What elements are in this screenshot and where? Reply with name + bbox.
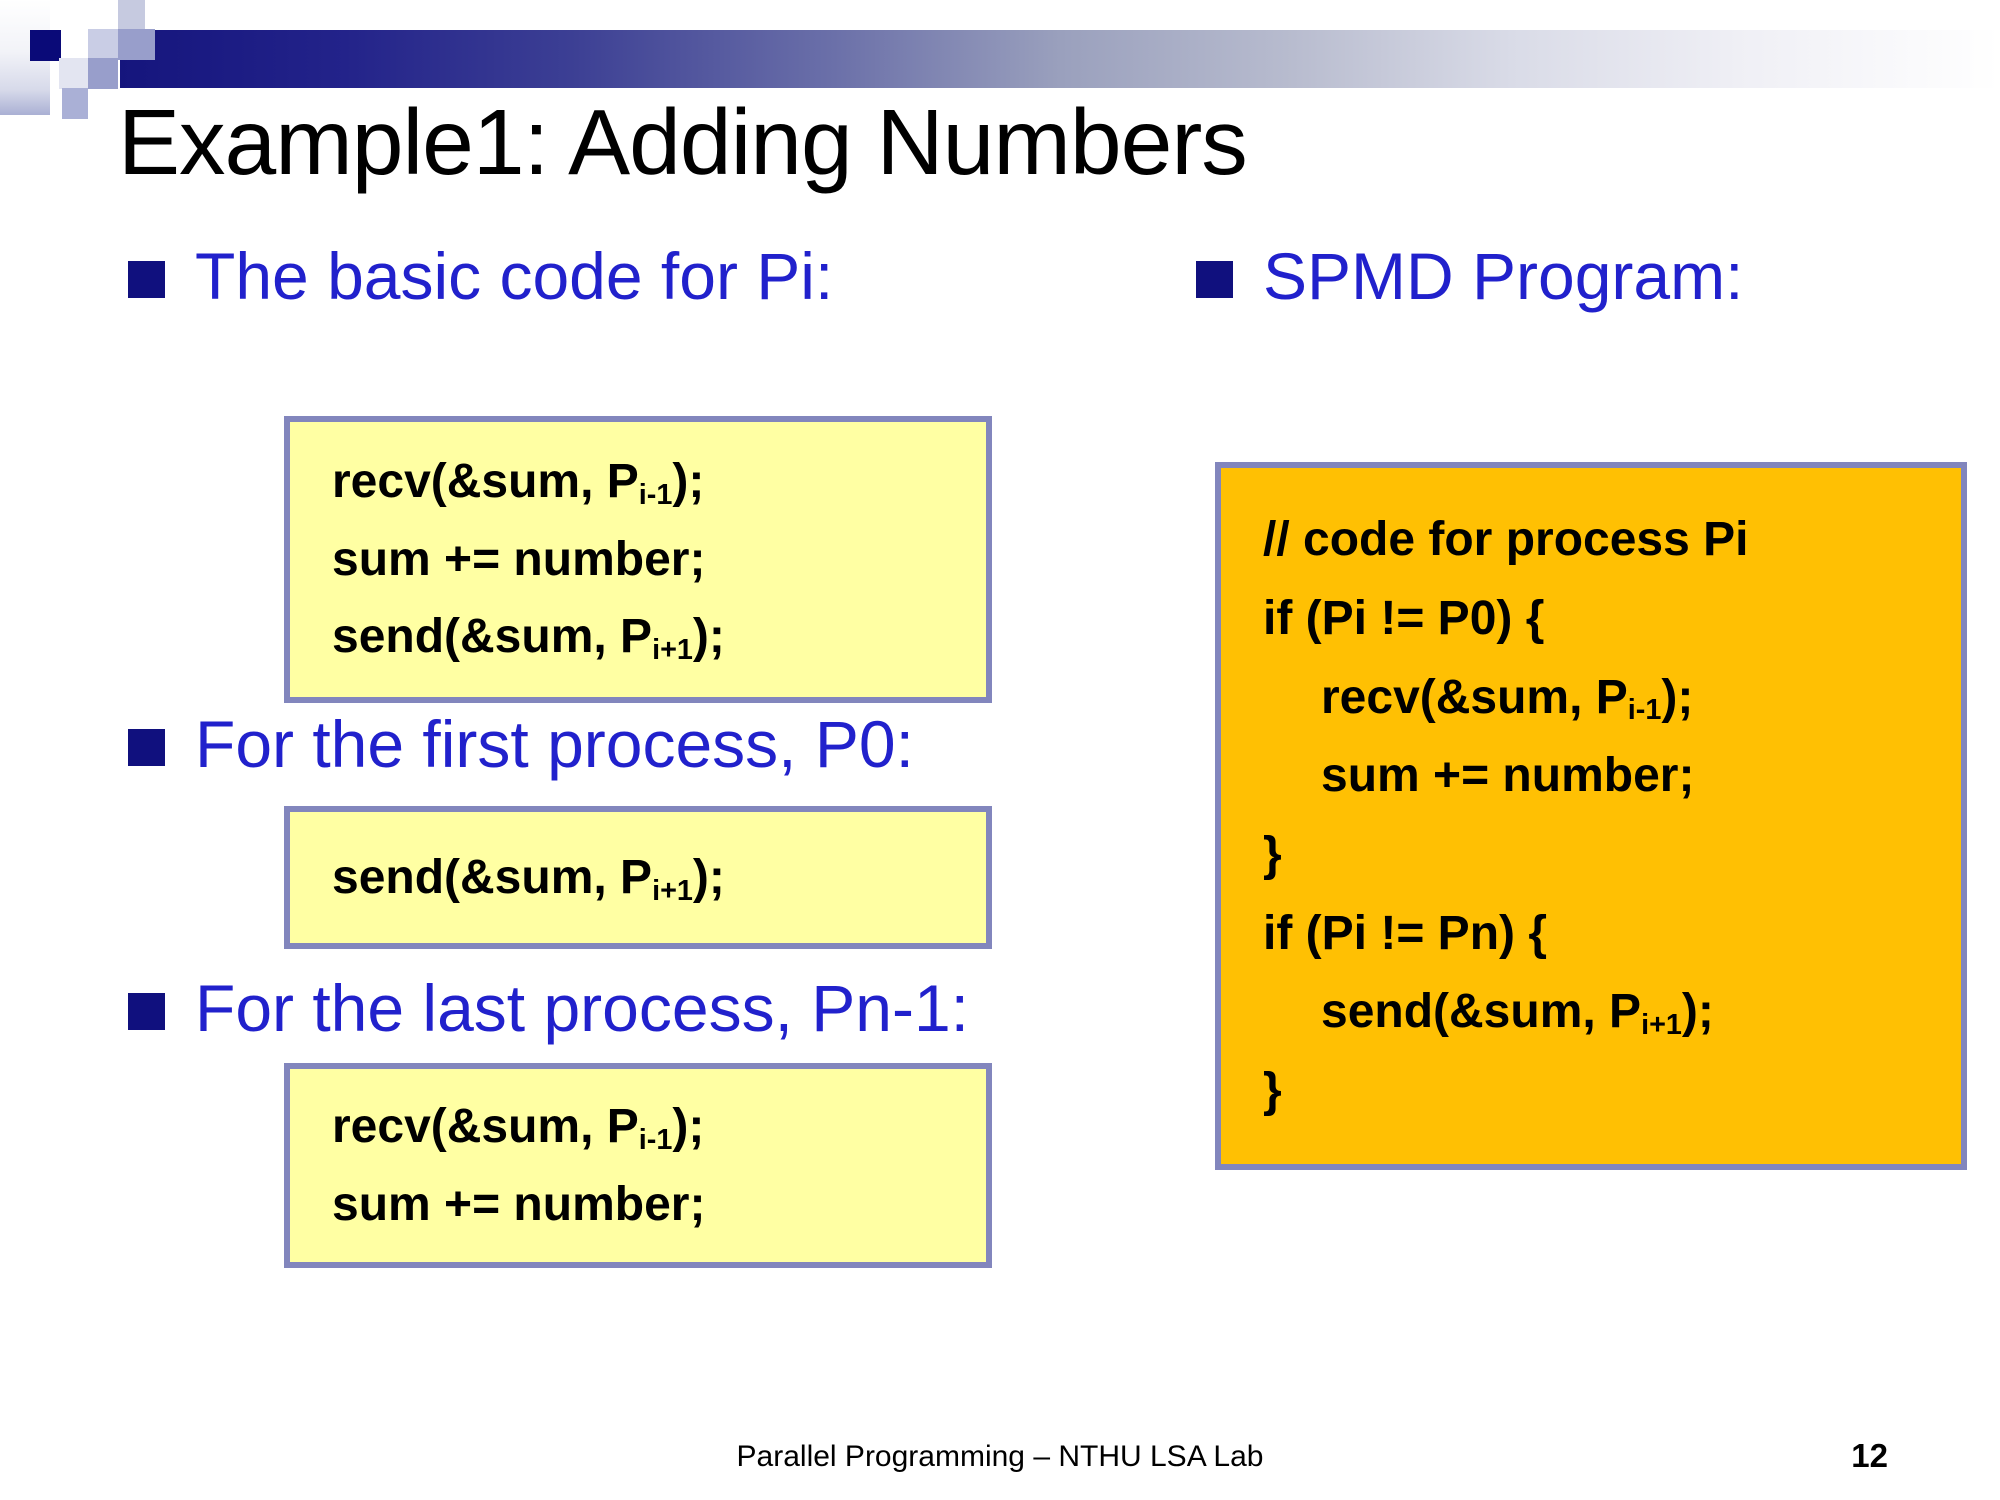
bullet-label: For the first process, P0: [195, 707, 914, 781]
code-line: recv(&sum, Pi-1); [1321, 670, 1694, 727]
deco-gradient-bar [120, 30, 2000, 88]
code-line: sum += number; [332, 1177, 706, 1231]
bullet-last-process: For the last process, Pn-1: [128, 972, 969, 1045]
deco-square [88, 58, 118, 89]
deco-square [30, 30, 61, 61]
code-line: // code for process Pi [1263, 513, 1749, 567]
code-line: } [1263, 828, 1282, 881]
code-line: send(&sum, Pi+1); [332, 610, 725, 667]
page-number: 12 [1851, 1437, 1888, 1474]
code-line: send(&sum, Pi+1); [1321, 985, 1714, 1042]
deco-square [59, 58, 88, 89]
bullet-square-icon [128, 992, 165, 1030]
bullet-square-icon [1196, 260, 1233, 298]
footer-text: Parallel Programming – NTHU LSA Lab [736, 1440, 1264, 1473]
bullet-basic-code: The basic code for Pi: [128, 240, 833, 313]
deco-square [88, 29, 118, 60]
bullet-square-icon [128, 728, 165, 766]
first-process-code-box: send(&sum, Pi+1); [284, 806, 992, 949]
code-line: if (Pi != P0) { [1263, 591, 1545, 645]
spmd-program-code-box: // code for process Pi if (Pi != P0) { rec… [1215, 462, 1967, 1170]
deco-square [118, 29, 155, 60]
bullet-label: For the last process, Pn-1: [195, 971, 969, 1045]
code-line: recv(&sum, Pi-1); [332, 454, 705, 511]
code-line: sum += number; [1321, 749, 1695, 803]
code-line: if (Pi != Pn) { [1263, 906, 1548, 960]
bullet-label: SPMD Program: [1263, 239, 1744, 313]
deco-square [62, 88, 88, 119]
bullet-first-process: For the first process, P0: [128, 708, 914, 781]
code-line: sum += number; [332, 532, 706, 586]
slide-title: Example1: Adding Numbers [118, 90, 1248, 194]
code-line: recv(&sum, Pi-1); [332, 1099, 705, 1156]
bullet-square-icon [128, 260, 165, 298]
last-process-code-box: recv(&sum, Pi-1); sum += number; [284, 1063, 992, 1268]
basic-code-box: recv(&sum, Pi-1); sum += number; send(&sum… [284, 416, 992, 703]
code-line: } [1263, 1064, 1282, 1118]
bullet-spmd-program: SPMD Program: [1196, 240, 1743, 313]
code-line: send(&sum, Pi+1); [332, 850, 725, 907]
bullet-label: The basic code for Pi: [195, 239, 834, 313]
deco-square [118, 0, 145, 30]
